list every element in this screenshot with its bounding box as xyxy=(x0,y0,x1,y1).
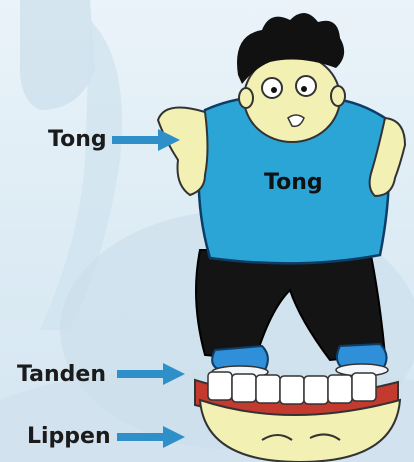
arrow-tong-icon xyxy=(112,127,182,153)
label-tong: Tong xyxy=(48,127,107,152)
shirt-text: Tong xyxy=(264,170,323,195)
label-tanden: Tanden xyxy=(17,362,106,387)
pants xyxy=(196,250,385,360)
label-lippen: Lippen xyxy=(27,424,111,449)
arrow-lippen-icon xyxy=(117,424,187,450)
teeth-row xyxy=(208,372,376,404)
arrow-tanden-icon xyxy=(117,361,187,387)
